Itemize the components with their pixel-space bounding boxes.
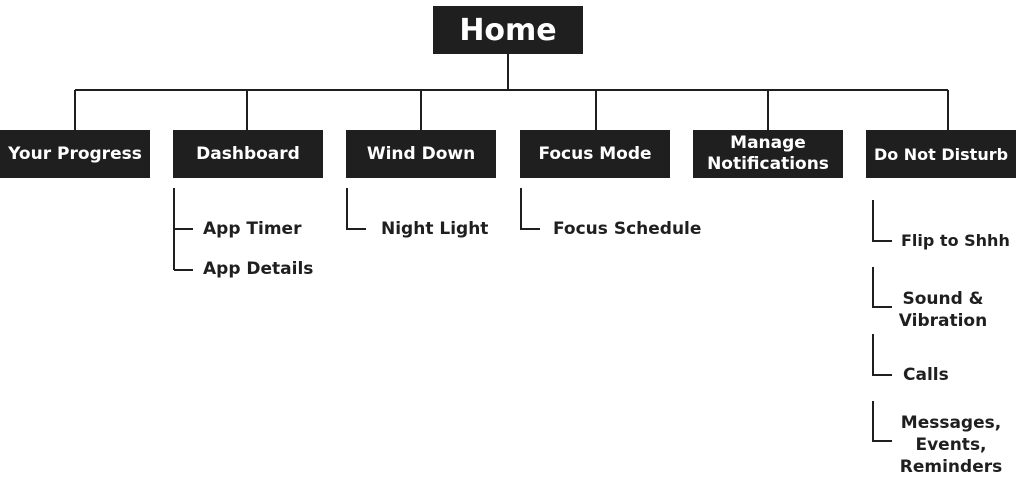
node-your-progress-label: Your Progress — [8, 143, 142, 164]
node-your-progress: Your Progress — [0, 130, 150, 178]
node-do-not-disturb-label: Do Not Disturb — [873, 144, 1009, 164]
leaf-app-timer: App Timer — [203, 219, 302, 239]
node-wind-down: Wind Down — [346, 130, 496, 178]
node-focus-mode-label: Focus Mode — [538, 143, 652, 164]
node-focus-mode: Focus Mode — [520, 130, 670, 178]
node-dashboard-label: Dashboard — [196, 143, 300, 164]
dnd-tick-messages — [872, 401, 892, 442]
leaf-night-light: Night Light — [381, 219, 489, 239]
leaf-flip-to-shhh: Flip to Shhh — [901, 231, 1010, 250]
leaf-sound-vibration: Sound & Vibration — [898, 289, 988, 331]
node-manage-notifications-label: Manage Notifications — [707, 133, 829, 174]
leaf-focus-schedule: Focus Schedule — [553, 219, 702, 239]
node-home: Home — [433, 6, 583, 54]
dnd-tick-sound — [872, 267, 892, 308]
focus-mode-tick-focus-schedule — [520, 188, 540, 230]
leaf-app-details: App Details — [203, 259, 314, 279]
dnd-tick-calls — [872, 334, 892, 376]
node-do-not-disturb: Do Not Disturb — [866, 130, 1016, 178]
dnd-tick-flip — [872, 200, 892, 242]
node-manage-notifications: Manage Notifications — [693, 130, 843, 178]
node-dashboard: Dashboard — [173, 130, 323, 178]
node-wind-down-label: Wind Down — [366, 143, 476, 164]
leaf-calls: Calls — [903, 365, 949, 385]
leaf-messages-events-reminders: Messages, Events, Reminders — [899, 413, 1003, 477]
wind-down-tick-night-light — [346, 188, 366, 230]
node-home-label: Home — [459, 12, 557, 48]
